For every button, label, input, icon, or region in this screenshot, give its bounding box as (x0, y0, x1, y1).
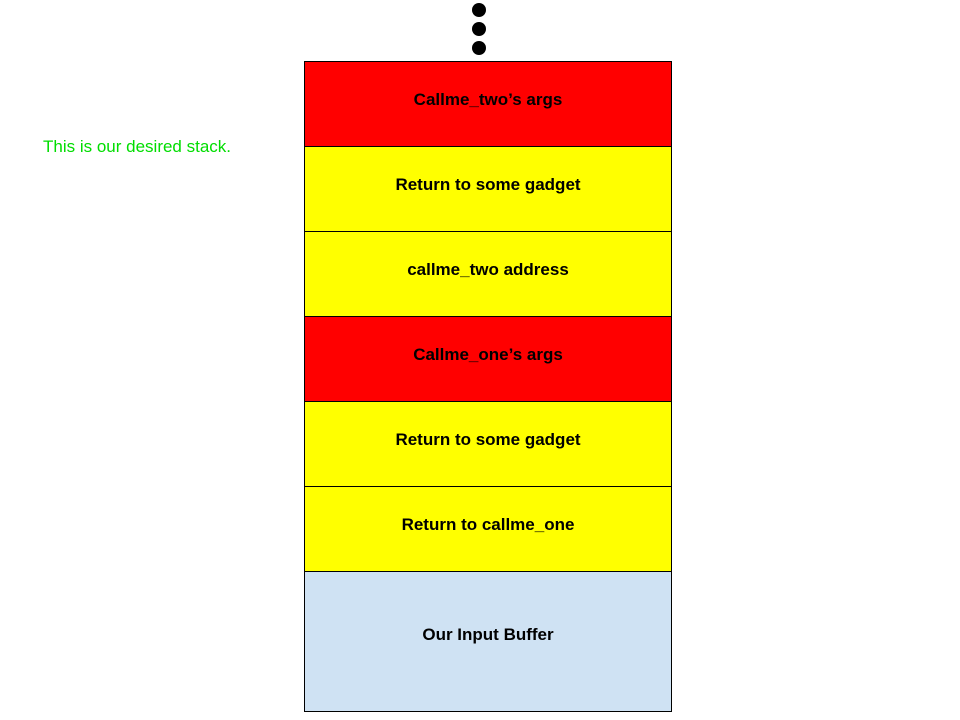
ellipsis-dot (472, 41, 486, 55)
ellipsis-dot (472, 22, 486, 36)
stack-frame-callme-one-args: Callme_one’s args (304, 316, 672, 402)
stack-frame-label: callme_two address (407, 260, 569, 279)
stack-frame-label: Return to some gadget (395, 175, 581, 194)
stack-frame-label: Callme_one’s args (413, 345, 563, 364)
stack-diagram: Callme_two’s args Return to some gadget … (304, 61, 672, 712)
stack-frame-callme-two-args: Callme_two’s args (304, 61, 672, 147)
stack-frame-input-buffer: Our Input Buffer (304, 571, 672, 712)
stack-frame-return-callme-one: Return to callme_one (304, 486, 672, 572)
stack-caption: This is our desired stack. (43, 137, 232, 156)
stack-frame-label: Return to callme_one (401, 515, 575, 534)
stack-frame-label: Callme_two’s args (413, 90, 563, 109)
ellipsis-dot (472, 3, 486, 17)
stack-frame-label: Our Input Buffer (422, 624, 554, 644)
stack-frame-return-gadget-2: Return to some gadget (304, 146, 672, 232)
stack-frame-return-gadget-1: Return to some gadget (304, 401, 672, 487)
stack-frame-callme-two-address: callme_two address (304, 231, 672, 317)
stack-frame-label: Return to some gadget (395, 430, 581, 449)
